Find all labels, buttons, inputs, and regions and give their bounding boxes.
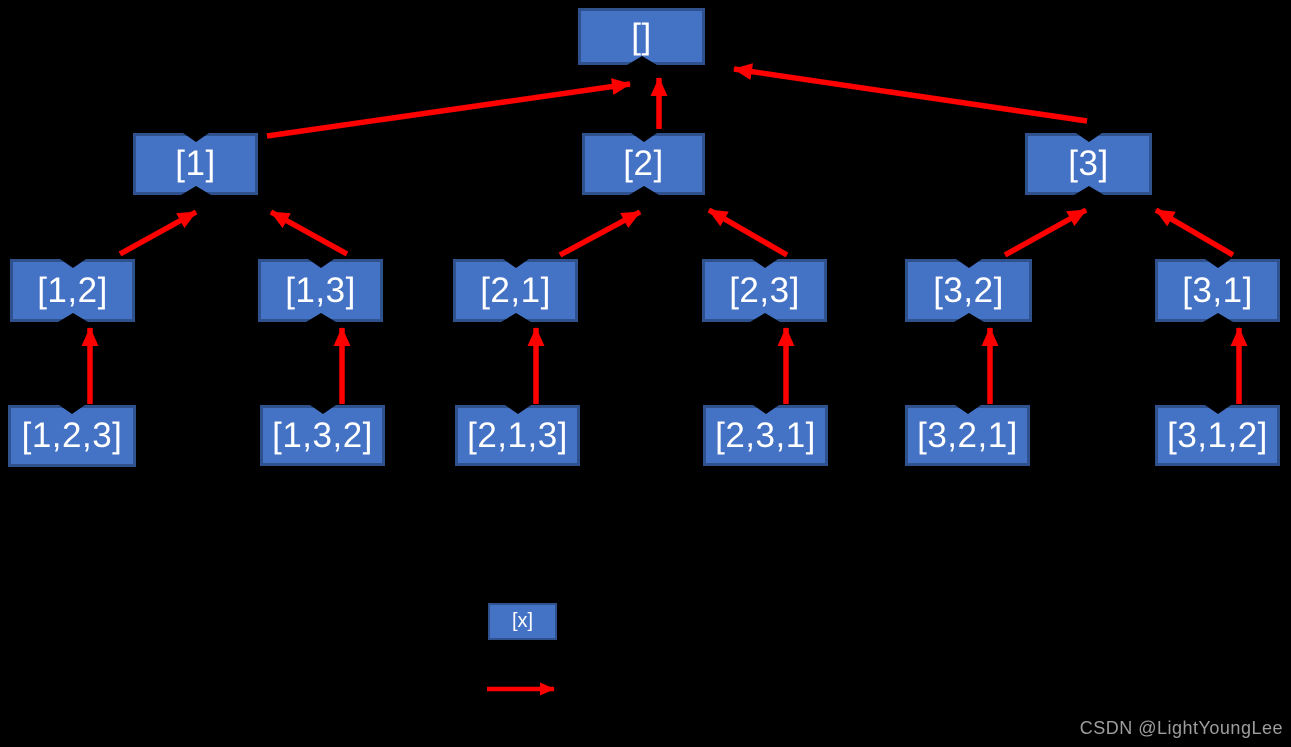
watermark: CSDN @LightYoungLee bbox=[1079, 718, 1283, 738]
edge-arrow-3-to-root bbox=[733, 63, 1088, 124]
edge-arrow-32-to-3 bbox=[1003, 207, 1088, 258]
edge-arrow-12-to-1 bbox=[118, 209, 198, 257]
legend-node-label: [x] bbox=[511, 610, 534, 632]
edge-arrow-13-to-1 bbox=[269, 209, 349, 257]
edge-arrow-21-to-2 bbox=[558, 209, 642, 258]
legend-node-box: [x] bbox=[488, 603, 557, 640]
edge-arrow-31-to-3 bbox=[1154, 207, 1235, 258]
edge-arrow-1-to-root bbox=[266, 78, 631, 139]
edge-arrow-23-to-2 bbox=[707, 207, 789, 258]
